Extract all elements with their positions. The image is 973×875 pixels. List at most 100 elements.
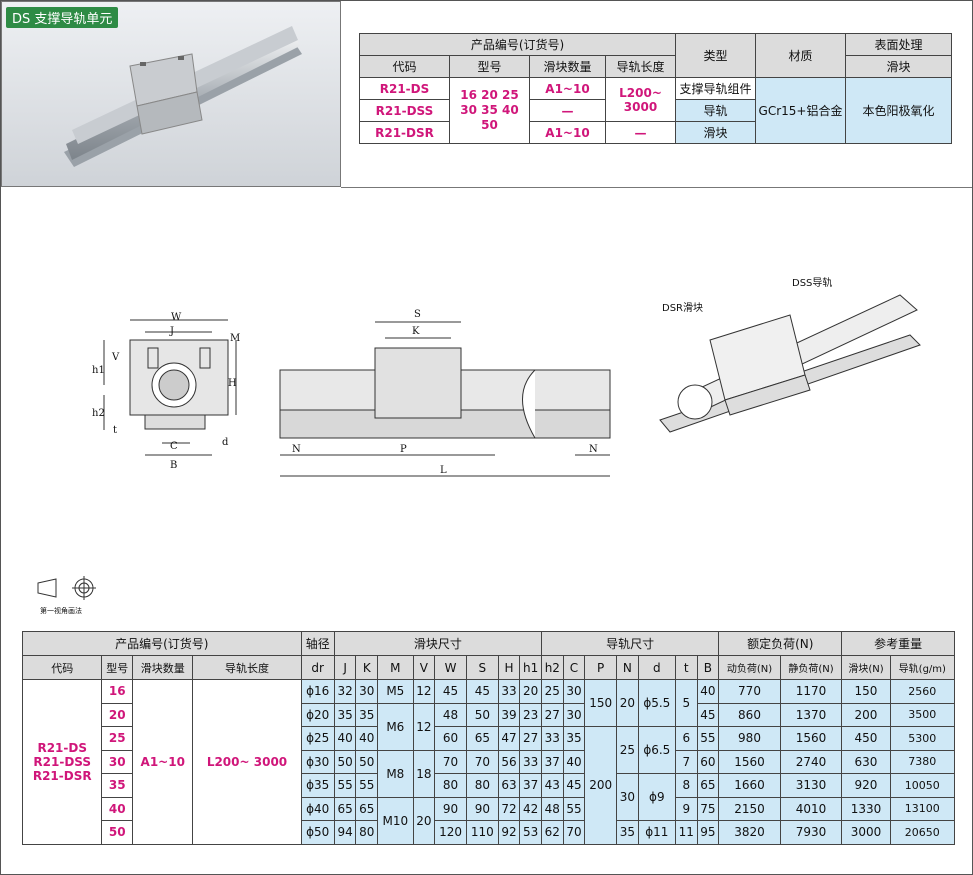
table-cell: 30 [562, 679, 586, 704]
table-cell: 20 [616, 679, 639, 727]
column-header: 动负荷(N) [718, 655, 781, 680]
code-cell: R21-DSR [359, 121, 450, 144]
table-cell: 33 [541, 726, 564, 751]
table-cell: 25 [541, 679, 564, 704]
label-d: d [222, 437, 229, 448]
model-cell: 40 [101, 796, 134, 821]
table-cell: 5 [674, 679, 698, 727]
table-cell: 150 [584, 679, 618, 727]
table-cell: 1660 [718, 773, 781, 798]
rail-photo-illustration [64, 26, 302, 167]
projection-symbol [37, 576, 96, 600]
column-header: P [584, 655, 618, 680]
table-cell: 94 [333, 820, 357, 845]
dr-cell: ϕ16 [300, 679, 335, 704]
code-cell: R21-DS [359, 77, 450, 100]
table-cell: 27 [519, 726, 542, 751]
label-M: M [230, 333, 241, 344]
table-cell: 80 [355, 820, 379, 845]
table-cell: 55 [696, 726, 720, 751]
table-cell: 48 [434, 702, 467, 727]
column-header: M [377, 655, 414, 680]
table-cell: 37 [541, 749, 564, 774]
surface-cell: 本色阳极氧化 [845, 77, 952, 144]
table-cell: 60 [696, 749, 720, 774]
table-cell: 45 [562, 773, 586, 798]
column-header: K [355, 655, 379, 680]
length-cell: L200~ 3000 [192, 679, 302, 845]
table-cell: 47 [497, 726, 521, 751]
column-header: N [616, 655, 639, 680]
label-L: L [440, 465, 447, 476]
type-cell: 滑块 [675, 121, 756, 144]
header-type: 类型 [675, 33, 756, 78]
table-cell: 1370 [779, 702, 843, 727]
table-cell: 72 [497, 796, 521, 821]
column-header: W [434, 655, 467, 680]
length-cell: L200~ 3000 [605, 77, 676, 122]
table-cell: 63 [497, 773, 521, 798]
table-cell: 9 [674, 796, 698, 821]
table-cell: 3500 [889, 702, 956, 727]
header-shaft: 轴径 [300, 631, 335, 656]
table-cell: 12 [412, 702, 436, 751]
model-cell: 25 [101, 726, 134, 751]
label-dss: DSS导轨 [792, 278, 833, 289]
label-W: W [171, 312, 182, 323]
label-dsr: DSR滑块 [662, 303, 703, 314]
header-qty: 滑块数量 [529, 55, 606, 78]
type-cell: 导轨 [675, 99, 756, 122]
table-cell: 20 [519, 679, 542, 704]
model-cell: 16 [101, 679, 134, 704]
table-cell: 2560 [889, 679, 956, 704]
table-cell: 80 [465, 773, 499, 798]
table-cell: 55 [333, 773, 357, 798]
column-header: 型号 [101, 655, 134, 680]
table-cell: 35 [355, 702, 379, 727]
table-cell: 50 [355, 749, 379, 774]
table-cell: 55 [562, 796, 586, 821]
projection-label: 第一视角画法 [40, 607, 82, 615]
label-V: V [112, 352, 120, 363]
table-cell: 7 [674, 749, 698, 774]
table-cell: 60 [434, 726, 467, 751]
table-cell: 450 [841, 726, 891, 751]
code-cell: R21-DS R21-DSS R21-DSR [21, 679, 103, 845]
header-length: 导轨长度 [605, 55, 676, 78]
table-cell: 45 [434, 679, 467, 704]
column-header: d [637, 655, 676, 680]
model-cell: 35 [101, 773, 134, 798]
qty-cell: A1~10 [132, 679, 194, 845]
table-cell: 35 [616, 820, 639, 845]
label-P: P [400, 444, 407, 455]
table-cell: 11 [674, 820, 698, 845]
table-cell: 39 [497, 702, 521, 727]
label-H: H [228, 378, 237, 389]
table-cell: 45 [696, 702, 720, 727]
table-cell: 2740 [779, 749, 843, 774]
label-K: K [412, 326, 420, 337]
label-h2: h2 [92, 408, 105, 419]
code-cell: R21-DSS [359, 99, 450, 122]
column-header: C [562, 655, 586, 680]
table-cell: 40 [355, 726, 379, 751]
label-N: N [292, 444, 301, 455]
table-cell: 27 [541, 702, 564, 727]
table-cell: 6 [674, 726, 698, 751]
table-cell: 75 [696, 796, 720, 821]
label-J: J [170, 326, 175, 337]
column-header: 滑块(N) [841, 655, 891, 680]
models-cell: 16 20 25 30 35 40 50 [449, 77, 530, 144]
column-header: S [465, 655, 499, 680]
qty-cell: A1~10 [529, 77, 606, 100]
table-cell: 55 [355, 773, 379, 798]
table-cell: 20650 [889, 820, 956, 845]
table-cell: 120 [434, 820, 467, 845]
table-cell: 8 [674, 773, 698, 798]
table-cell: 7380 [889, 749, 956, 774]
header-load: 额定负荷(N) [718, 631, 843, 656]
table-cell: 770 [718, 679, 781, 704]
table-cell: 110 [465, 820, 499, 845]
table-cell: M5 [377, 679, 414, 704]
table-cell: 70 [465, 749, 499, 774]
